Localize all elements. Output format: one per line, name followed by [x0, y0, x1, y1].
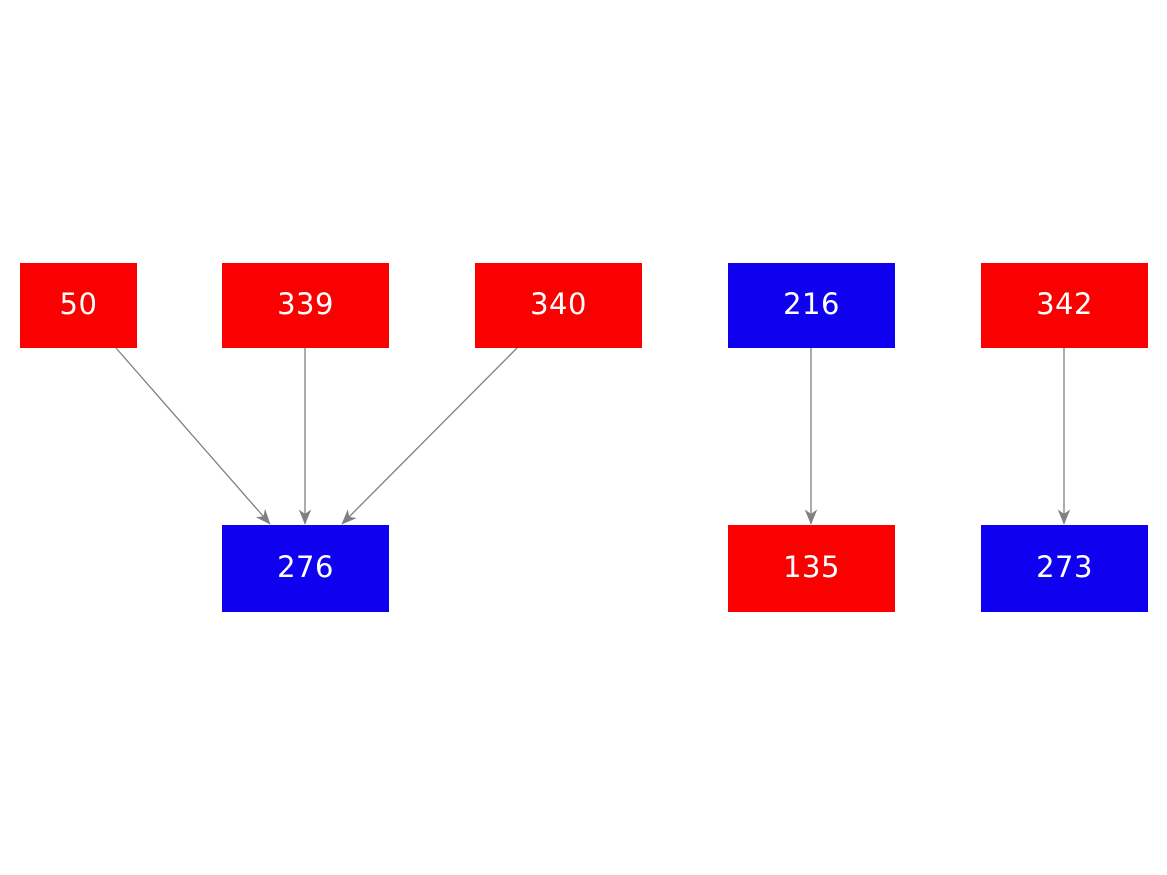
- node-label: 216: [783, 287, 840, 321]
- node-135[interactable]: 135: [728, 525, 895, 612]
- node-label: 340: [530, 287, 587, 321]
- node-label: 50: [59, 287, 98, 321]
- edge-340-to-276: [341, 347, 518, 525]
- node-273[interactable]: 273: [981, 525, 1148, 612]
- node-342[interactable]: 342: [981, 263, 1148, 348]
- node-label: 273: [1036, 550, 1093, 584]
- node-340[interactable]: 340: [475, 263, 642, 348]
- edge-50-to-276: [115, 347, 271, 525]
- node-339[interactable]: 339: [222, 263, 389, 348]
- node-label: 135: [783, 550, 840, 584]
- node-label: 342: [1036, 287, 1093, 321]
- node-216[interactable]: 216: [728, 263, 895, 348]
- node-label: 276: [277, 550, 334, 584]
- node-label: 339: [277, 287, 334, 321]
- node-276[interactable]: 276: [222, 525, 389, 612]
- edges-group: [115, 347, 1071, 525]
- node-50[interactable]: 50: [20, 263, 137, 348]
